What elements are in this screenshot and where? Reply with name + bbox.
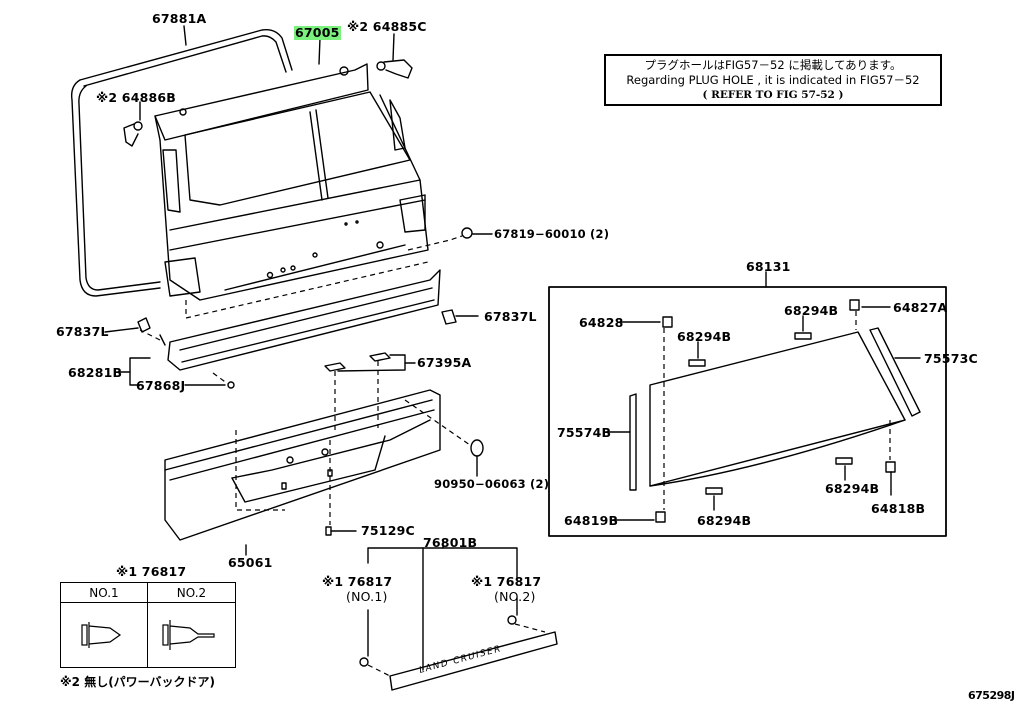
label-68131[interactable]: 68131 [746, 259, 791, 274]
clip-table: NO.1 NO.2 [60, 582, 236, 668]
label-75574B[interactable]: 75574B [557, 425, 612, 440]
label-68294B-2[interactable]: 68294B [784, 303, 839, 318]
note-line-refer[interactable]: ( REFER TO FIG 57-52 ) [702, 89, 844, 101]
label-75573C[interactable]: 75573C [924, 351, 978, 366]
label-68294B-3[interactable]: 68294B [825, 481, 880, 496]
clip-table-cell-no1 [61, 603, 148, 667]
molding-75574B [629, 393, 637, 491]
label-67819-60010[interactable]: 67819−60010 (2) [494, 227, 610, 241]
clip-table-cell-no2 [148, 603, 235, 667]
weatherstrip-67881A [70, 28, 293, 297]
label-64818B[interactable]: 64818B [871, 501, 926, 516]
clip-table-title: ※1 76817 [116, 564, 187, 579]
back-door-67005 [154, 63, 429, 301]
garnish-68281B [167, 269, 441, 371]
molding-75573C [869, 327, 921, 417]
hinge-64886B [123, 121, 143, 147]
note-line-jp: プラグホールはFIG57－52 に掲載してあります。 [644, 58, 902, 72]
note-line-en: Regarding PLUG HOLE , it is indicated in… [626, 73, 920, 87]
clip-no1-illustration [81, 622, 122, 648]
label-67868J[interactable]: 67868J [136, 378, 186, 393]
label-64828[interactable]: 64828 [579, 315, 624, 330]
clip-table-header-no1: NO.1 [61, 583, 148, 603]
label-90950-06063[interactable]: 90950−06063 (2) [434, 477, 550, 491]
figure-code: 675298J [968, 689, 1015, 702]
label-76817-no2-suffix: (NO.2) [494, 589, 536, 604]
footnote: ※2 無し(パワーバックドア) [60, 675, 216, 689]
label-68294B-4[interactable]: 68294B [697, 513, 752, 528]
clip-no2-illustration [162, 620, 215, 650]
label-67837L-left[interactable]: 67837L [56, 324, 109, 339]
label-67005-highlighted[interactable]: 67005 [294, 25, 341, 40]
label-67881A[interactable]: 67881A [152, 11, 207, 26]
label-76817-no1-suffix: (NO.1) [346, 589, 388, 604]
label-65061[interactable]: 65061 [228, 555, 273, 570]
label-64886B[interactable]: ※2 64886B [96, 90, 177, 105]
label-64819B[interactable]: 64819B [564, 513, 619, 528]
label-64827A[interactable]: 64827A [893, 300, 948, 315]
lower-panel-65061 [164, 389, 441, 541]
emblem-land-cruiser [389, 631, 558, 691]
label-68281B[interactable]: 68281B [68, 365, 123, 380]
label-67837L-right[interactable]: 67837L [484, 309, 537, 324]
label-67395A[interactable]: 67395A [417, 355, 472, 370]
label-75129C[interactable]: 75129C [361, 523, 415, 538]
clip-table-header-no2: NO.2 [148, 583, 235, 603]
label-68294B-1[interactable]: 68294B [677, 329, 732, 344]
label-76817-no2[interactable]: ※1 76817 [471, 574, 542, 589]
note-box: プラグホールはFIG57－52 に掲載してあります。 Regarding PLU… [604, 54, 942, 106]
label-64885C[interactable]: ※2 64885C [347, 19, 427, 34]
hinge-64885C [376, 59, 413, 79]
label-76817-no1[interactable]: ※1 76817 [322, 574, 393, 589]
label-76801B[interactable]: 76801B [423, 535, 478, 550]
back-glass-68131 [649, 331, 906, 487]
